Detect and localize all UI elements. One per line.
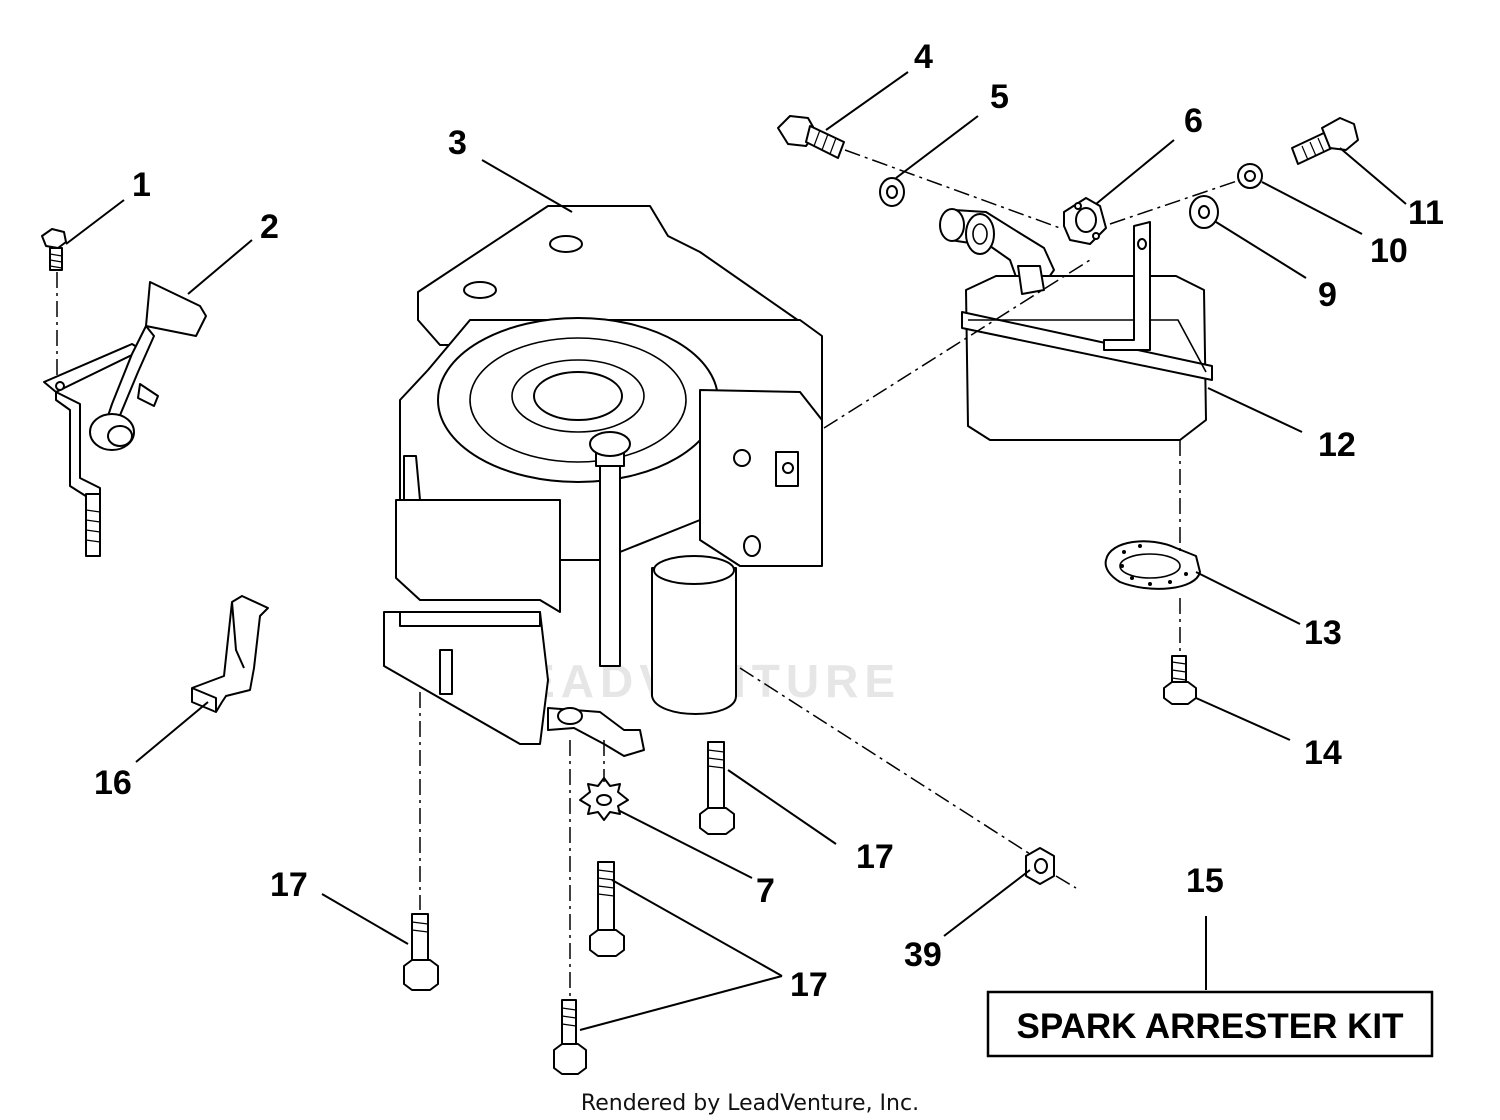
callout-17-bottom: 17 [790, 966, 828, 1004]
callout-labels: 1 2 3 4 5 6 11 10 9 12 13 14 16 7 17 17 … [94, 38, 1444, 1004]
callout-5: 5 [990, 78, 1009, 116]
callout-3: 3 [448, 124, 467, 162]
callout-17-left: 17 [270, 866, 308, 904]
spark-arrester-kit-box: SPARK ARRESTER KIT [986, 990, 1434, 1058]
callout-7: 7 [756, 872, 775, 910]
part-17-bolt-center [589, 861, 625, 957]
callout-leaders [65, 71, 1407, 1031]
callout-15: 15 [1186, 862, 1224, 900]
footer-credit: Rendered by LeadVenture, Inc. [581, 1091, 919, 1116]
callout-16: 16 [94, 764, 132, 802]
part-4-bolt [777, 115, 845, 159]
part-16-bracket [191, 595, 269, 713]
callout-12: 12 [1318, 426, 1356, 464]
callout-6: 6 [1184, 102, 1203, 140]
part-39-nut [1025, 847, 1055, 885]
callout-17-right: 17 [856, 838, 894, 876]
spark-arrester-kit-label: SPARK ARRESTER KIT [1017, 1007, 1404, 1046]
part-3-engine [383, 205, 823, 757]
part-1-bolt [41, 228, 67, 271]
callout-9: 9 [1318, 276, 1337, 314]
part-17-bolt-bottom [553, 999, 587, 1075]
callout-13: 13 [1304, 614, 1342, 652]
part-17-bolt-front-left [403, 913, 439, 991]
part-13-spark-screen [1104, 540, 1201, 590]
part-6-gasket [1063, 197, 1107, 245]
part-2-throttle-lever [43, 281, 207, 557]
callout-14: 14 [1304, 734, 1342, 772]
part-17-bolt-front-right [699, 741, 735, 835]
part-14-screw [1163, 655, 1197, 705]
part-9-washer [1189, 195, 1219, 229]
callout-2: 2 [260, 208, 279, 246]
callout-11: 11 [1408, 194, 1444, 232]
part-10-lock-washer [1237, 163, 1263, 189]
assembly-phantom-lines [419, 149, 1241, 1000]
callout-10: 10 [1370, 232, 1408, 270]
part-12-muffler [961, 221, 1213, 441]
part-11-bolt [1291, 117, 1359, 165]
part-7-star-washer [579, 777, 629, 821]
callout-4: 4 [914, 38, 933, 76]
callout-1: 1 [132, 166, 151, 204]
part-5-washer [879, 177, 905, 207]
callout-39: 39 [904, 936, 942, 974]
